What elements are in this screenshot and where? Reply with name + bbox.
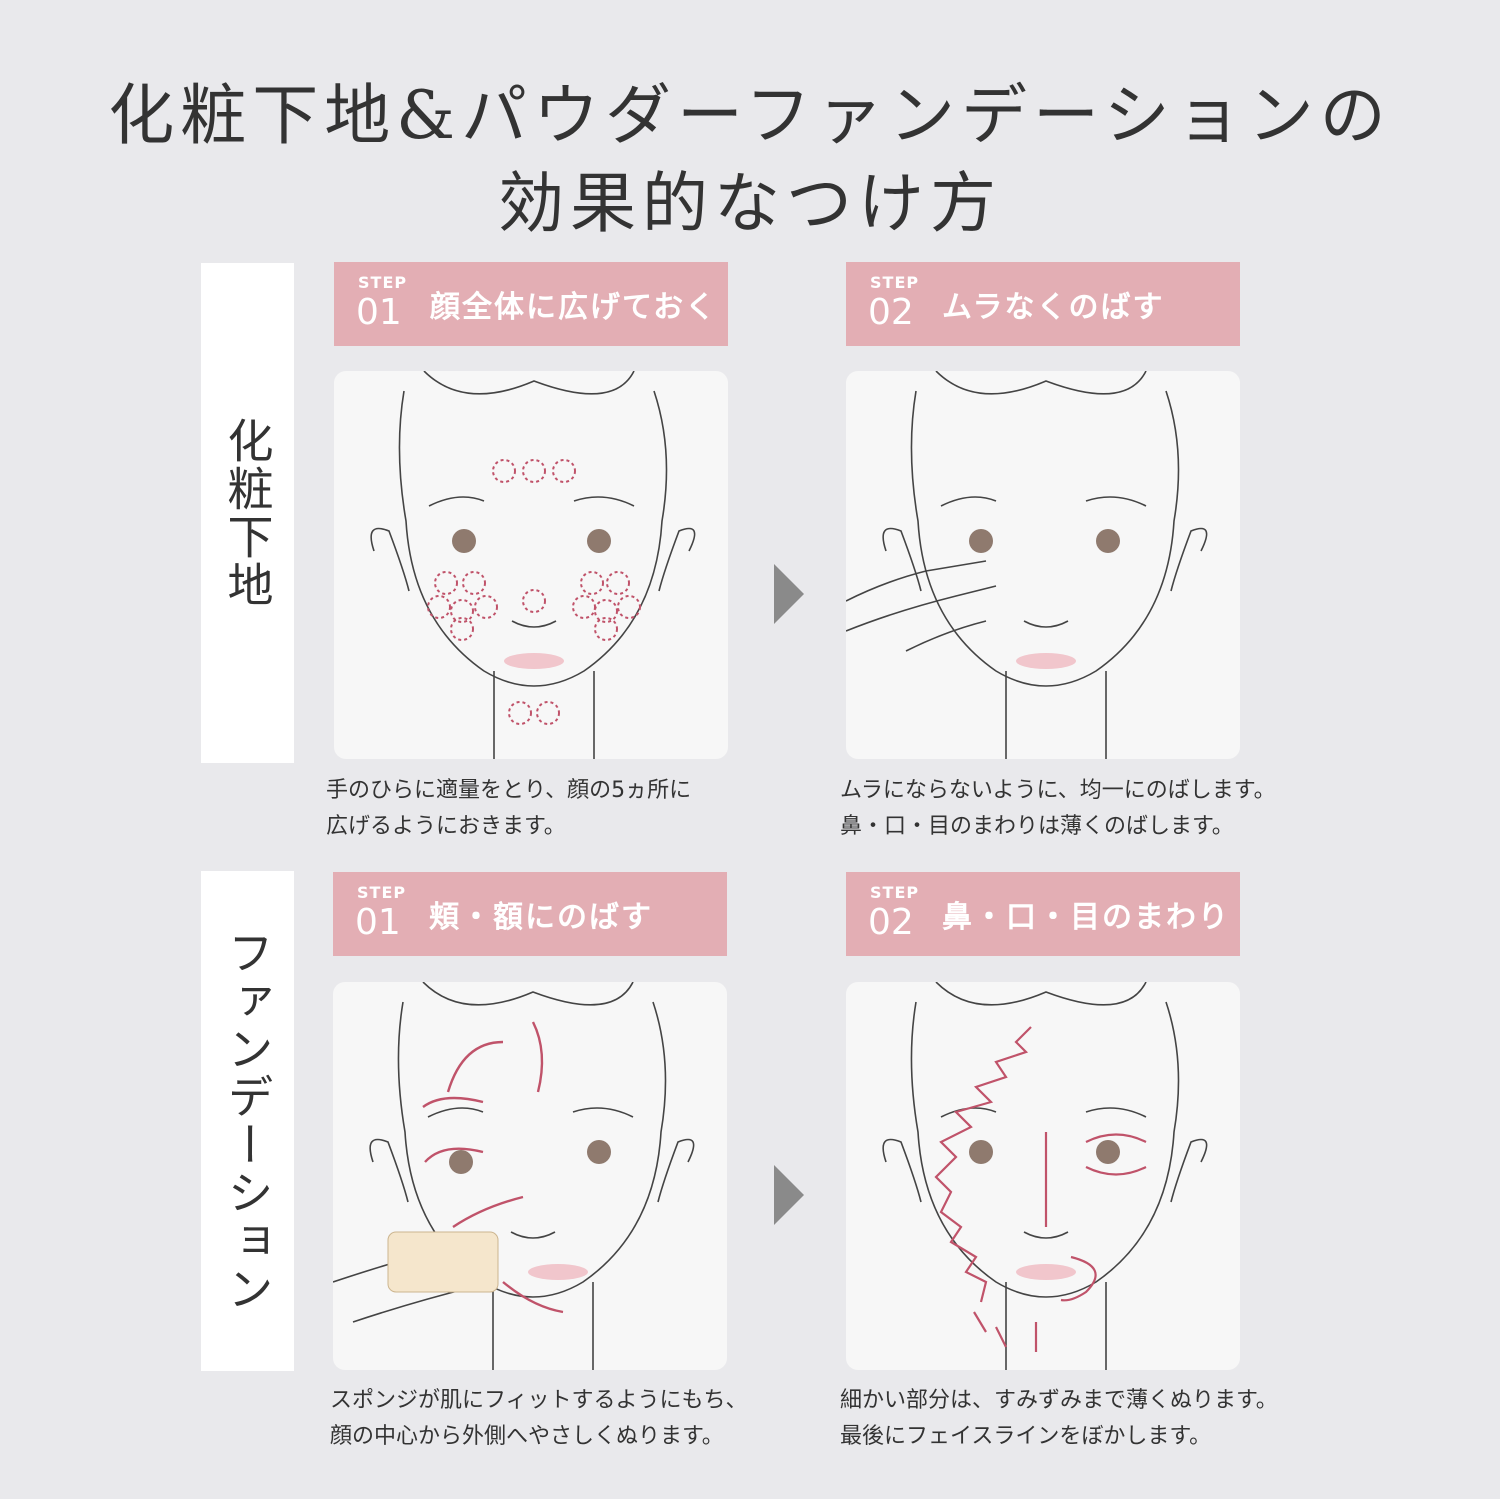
section-label-text: ファンデーション bbox=[220, 929, 275, 1313]
next-arrow-icon bbox=[774, 1165, 804, 1225]
step-description: 手のひらに適量をとり、顔の5ヵ所に 広げるようにおきます。 bbox=[326, 773, 766, 845]
step-title: 顔全体に広げておく bbox=[430, 290, 718, 325]
step-header: STEP 02 鼻・口・目のまわり bbox=[846, 872, 1240, 956]
step-description: スポンジが肌にフィットするようにもち、 顔の中心から外側へやさしくぬります。 bbox=[330, 1383, 770, 1455]
step-word: STEP bbox=[358, 273, 408, 292]
step-number: 02 bbox=[868, 292, 914, 333]
face-illustration-panel bbox=[334, 371, 728, 759]
step-number: 01 bbox=[355, 902, 401, 943]
step-word: STEP bbox=[870, 273, 920, 292]
step-description: 細かい部分は、すみずみまで薄くぬります。 最後にフェイスラインをぼかします。 bbox=[840, 1383, 1280, 1455]
face-illustration-panel bbox=[846, 982, 1240, 1370]
face-illustration bbox=[882, 982, 1208, 1370]
step-header: STEP 02 ムラなくのばす bbox=[846, 262, 1240, 346]
step-title: 鼻・口・目のまわり bbox=[942, 900, 1230, 935]
face-illustration bbox=[333, 982, 695, 1370]
face-illustration bbox=[846, 371, 1208, 759]
step-header: STEP 01 頬・額にのばす bbox=[333, 872, 727, 956]
next-arrow-icon bbox=[774, 564, 804, 624]
step-title: 頬・額にのばす bbox=[429, 900, 653, 935]
step-number: 01 bbox=[356, 292, 402, 333]
step-word: STEP bbox=[357, 883, 407, 902]
description-line: 手のひらに適量をとり、顔の5ヵ所に bbox=[326, 778, 692, 803]
face-illustration-panel bbox=[846, 371, 1240, 759]
step-header: STEP 01 顔全体に広げておく bbox=[334, 262, 728, 346]
section-label-primer: 化粧下地 bbox=[201, 263, 294, 763]
page-title-line-2: 効果的なつけ方 bbox=[498, 165, 1002, 242]
section-label-text: 化粧下地 bbox=[220, 417, 275, 609]
description-line: スポンジが肌にフィットするようにもち、 bbox=[330, 1388, 748, 1413]
section-label-foundation: ファンデーション bbox=[201, 871, 294, 1371]
step-word: STEP bbox=[870, 883, 920, 902]
description-line: ムラにならないように、均一にのばします。 bbox=[840, 778, 1276, 803]
step-description: ムラにならないように、均一にのばします。 鼻・口・目のまわりは薄くのばします。 bbox=[840, 773, 1280, 845]
description-line: 広げるようにおきます。 bbox=[326, 814, 566, 839]
description-line: 顔の中心から外側へやさしくぬります。 bbox=[330, 1424, 724, 1449]
page-title-line-1: 化粧下地&パウダーファンデーションの bbox=[108, 77, 1392, 154]
description-line: 鼻・口・目のまわりは薄くのばします。 bbox=[840, 814, 1234, 839]
face-illustration-panel bbox=[333, 982, 727, 1370]
step-number: 02 bbox=[868, 902, 914, 943]
face-illustration bbox=[370, 371, 696, 759]
description-line: 細かい部分は、すみずみまで薄くぬります。 bbox=[840, 1388, 1278, 1413]
description-line: 最後にフェイスラインをぼかします。 bbox=[840, 1424, 1212, 1449]
step-title: ムラなくのばす bbox=[942, 290, 1165, 325]
